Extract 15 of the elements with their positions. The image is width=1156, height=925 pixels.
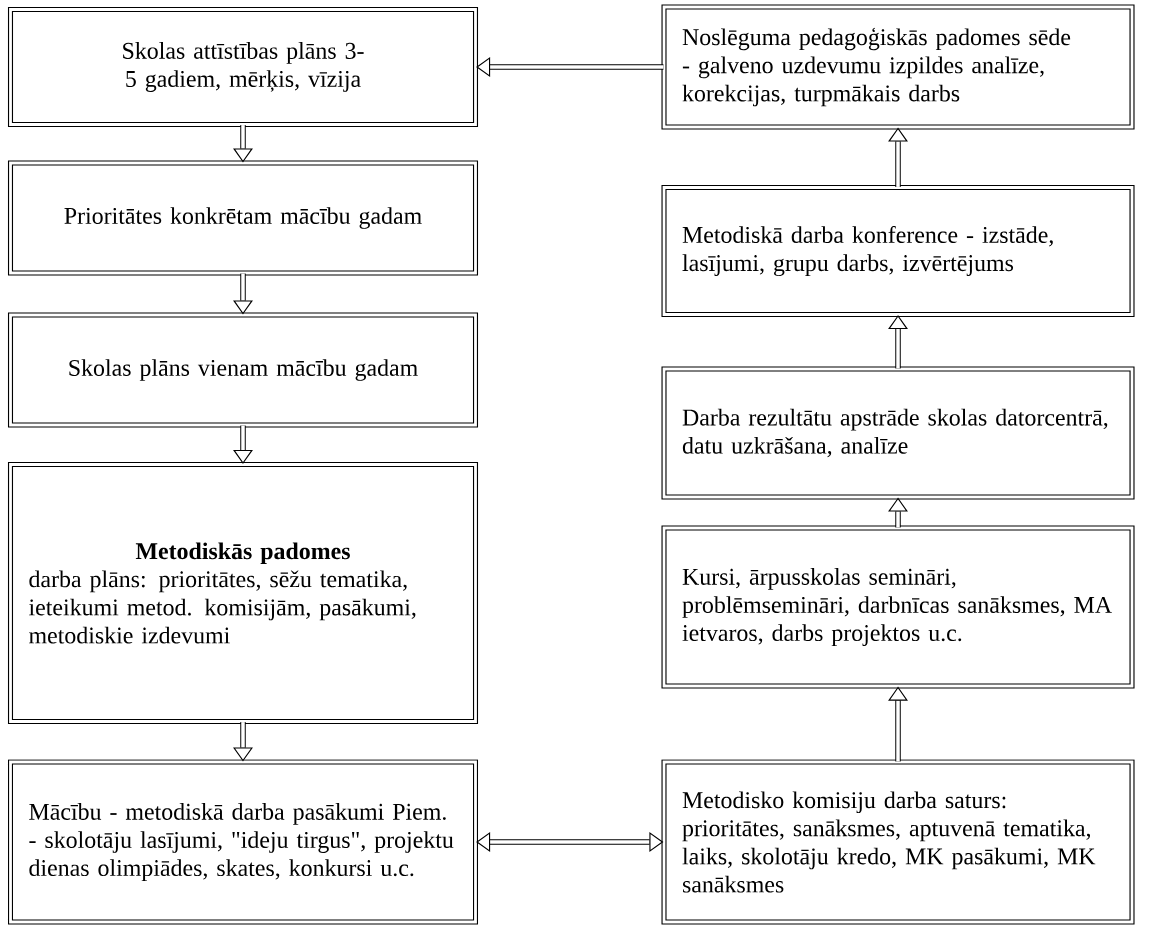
process-box: Metodiskās padomes darba plāns: prioritātes, sēžu tematika, ieteikumi metod. komisijām, pasākumi, metodiskie izdevumi [7, 461, 479, 725]
process-box: Darba rezultātu apstrāde skolas datorcentrā, datu uzkrāšana, analīze [661, 366, 1135, 500]
arrow [233, 425, 253, 464]
process-box: Prioritātes konkrētam mācību gadam [7, 160, 479, 276]
process-box: Metodisko komisiju darba saturs: prioritātes, sanāksmes, aptuvenā tematika, laiks, skolotāju kredo, MK pasākumi, MK sanāksmes [661, 759, 1135, 925]
process-box: Skolas plāns vienam mācību gadam [7, 312, 479, 428]
arrow [888, 315, 908, 369]
process-box: Mācību - metodiskā darba pasākumi Piem. - skolotāju lasījumi, "ideju tirgus", projektu dienas olimpiādes, skates, konkursi u.c. [7, 759, 479, 925]
arrow [888, 127, 908, 187]
arrow [476, 57, 664, 77]
process-box: Noslēguma pedagoģiskās padomes sēde - galveno uzdevumu izpildes analīze, korekcijas, turpmākais darbs [661, 4, 1135, 130]
process-box: Kursi, ārpusskolas semināri, problēmsemināri, darbnīcas sanāksmes, MA ietvaros, darbs projektos u.c. [661, 525, 1135, 689]
process-box: Metodiskā darba konference - izstāde, lasījumi, grupu darbs, izvērtējums [661, 184, 1135, 318]
process-box: Skolas attīstības plāns 3-5 gadiem, mērķis, vīzija [7, 6, 479, 128]
arrow [476, 832, 664, 852]
